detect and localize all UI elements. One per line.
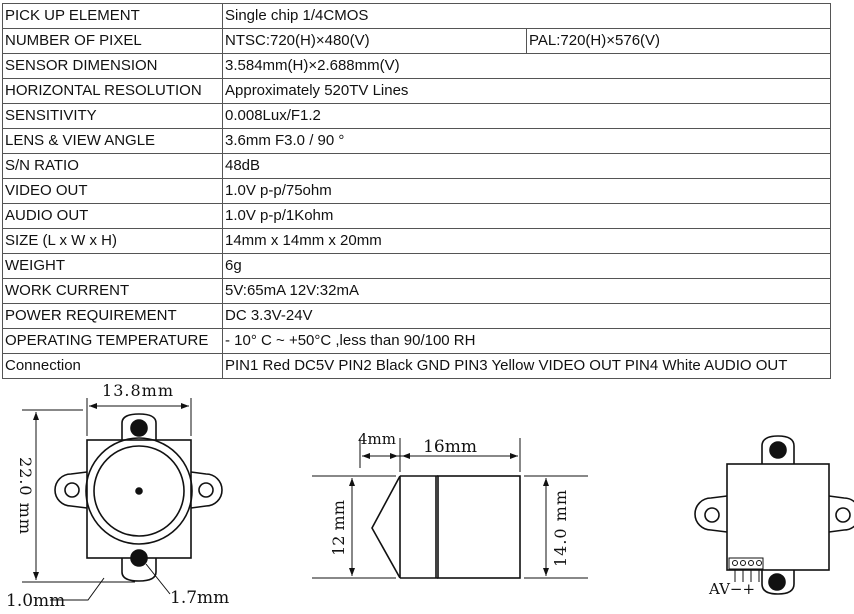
- front-top-pin: [130, 419, 148, 437]
- spec-label: SENSITIVITY: [2, 103, 223, 129]
- side-lens-height-label: 12 mm: [329, 500, 348, 556]
- back-right-tab: [828, 495, 854, 533]
- spec-label: WEIGHT: [2, 253, 223, 279]
- spec-value: 3.6mm F3.0 / 90 °: [222, 128, 831, 154]
- spec-row: OPERATING TEMPERATURE- 10° C ~ +50°C ,le…: [2, 328, 831, 354]
- back-top-tab: [761, 435, 795, 464]
- spec-label: S/N RATIO: [2, 153, 223, 179]
- front-height-label: 22.0 mm: [16, 457, 35, 535]
- front-lens-inner: [93, 445, 185, 537]
- spec-value: 1.0V p-p/1Kohm: [222, 203, 831, 229]
- back-right-hole: [835, 507, 851, 523]
- spec-label: AUDIO OUT: [2, 203, 223, 229]
- back-left-hole: [704, 507, 720, 523]
- front-left-hole: [64, 482, 80, 498]
- side-body-outline: [437, 475, 521, 579]
- spec-label: HORIZONTAL RESOLUTION: [2, 78, 223, 104]
- back-view-drawing: [694, 435, 854, 595]
- back-left-tab: [694, 495, 728, 533]
- back-connector: [728, 557, 764, 570]
- dimension-drawings: 13.8mm 22.0 mm 1.0mm 1.7mm 4mm 16mm 12 m…: [6, 381, 854, 611]
- front-right-hole: [198, 482, 214, 498]
- back-connector-label: AV−+: [708, 580, 755, 598]
- spec-label: LENS & VIEW ANGLE: [2, 128, 223, 154]
- front-lens-outer: [85, 437, 193, 545]
- front-hole-label: 1.0mm: [6, 591, 65, 611]
- spec-label: Connection: [2, 353, 223, 379]
- back-body-outline: [726, 463, 830, 571]
- spec-value: 1.0V p-p/75ohm: [222, 178, 831, 204]
- spec-value: DC 3.3V-24V: [222, 303, 831, 329]
- back-bottom-tab: [761, 570, 795, 595]
- spec-value: 14mm x 14mm x 20mm: [222, 228, 831, 254]
- spec-value: 6g: [222, 253, 831, 279]
- spec-value: NTSC:720(H)×480(V): [222, 28, 527, 54]
- spec-value: Single chip 1/4CMOS: [222, 3, 831, 29]
- spec-label: WORK CURRENT: [2, 278, 223, 304]
- side-body-length-label: 16mm: [423, 437, 477, 457]
- side-body-height-label: 14.0 mm: [551, 489, 570, 567]
- spec-value: Approximately 520TV Lines: [222, 78, 831, 104]
- front-view-drawing: [22, 398, 223, 601]
- front-top-tab: [121, 413, 157, 440]
- spec-label: POWER REQUIREMENT: [2, 303, 223, 329]
- front-lens-center: [135, 487, 143, 495]
- spec-value: PIN1 Red DC5V PIN2 Black GND PIN3 Yellow…: [222, 353, 831, 379]
- front-center-label: 1.7mm: [170, 588, 229, 608]
- side-lens-length-label: 4mm: [358, 430, 396, 448]
- spec-value: - 10° C ~ +50°C ,less than 90/100 RH: [222, 328, 831, 354]
- spec-label: SIZE (L x W x H): [2, 228, 223, 254]
- spec-row: SIZE (L x W x H)14mm x 14mm x 20mm: [2, 228, 831, 254]
- spec-label: NUMBER OF PIXEL: [2, 28, 223, 54]
- spec-value: 0.008Lux/F1.2: [222, 103, 831, 129]
- spec-value: 48dB: [222, 153, 831, 179]
- spec-value: 5V:65mA 12V:32mA: [222, 278, 831, 304]
- front-body-outline: [86, 439, 192, 559]
- side-lens-cone: [371, 475, 401, 579]
- spec-value-secondary: PAL:720(H)×576(V): [526, 28, 831, 54]
- spec-label: VIDEO OUT: [2, 178, 223, 204]
- spec-label: PICK UP ELEMENT: [2, 3, 223, 29]
- front-right-tab: [190, 471, 223, 509]
- spec-label: SENSOR DIMENSION: [2, 53, 223, 79]
- back-top-pin: [769, 441, 787, 459]
- side-view-drawing: [312, 438, 588, 579]
- front-bottom-pin: [130, 549, 148, 567]
- front-width-label: 13.8mm: [102, 381, 174, 400]
- back-bottom-pin: [768, 573, 786, 591]
- spec-value: 3.584mm(H)×2.688mm(V): [222, 53, 831, 79]
- spec-label: OPERATING TEMPERATURE: [2, 328, 223, 354]
- front-left-tab: [54, 471, 88, 509]
